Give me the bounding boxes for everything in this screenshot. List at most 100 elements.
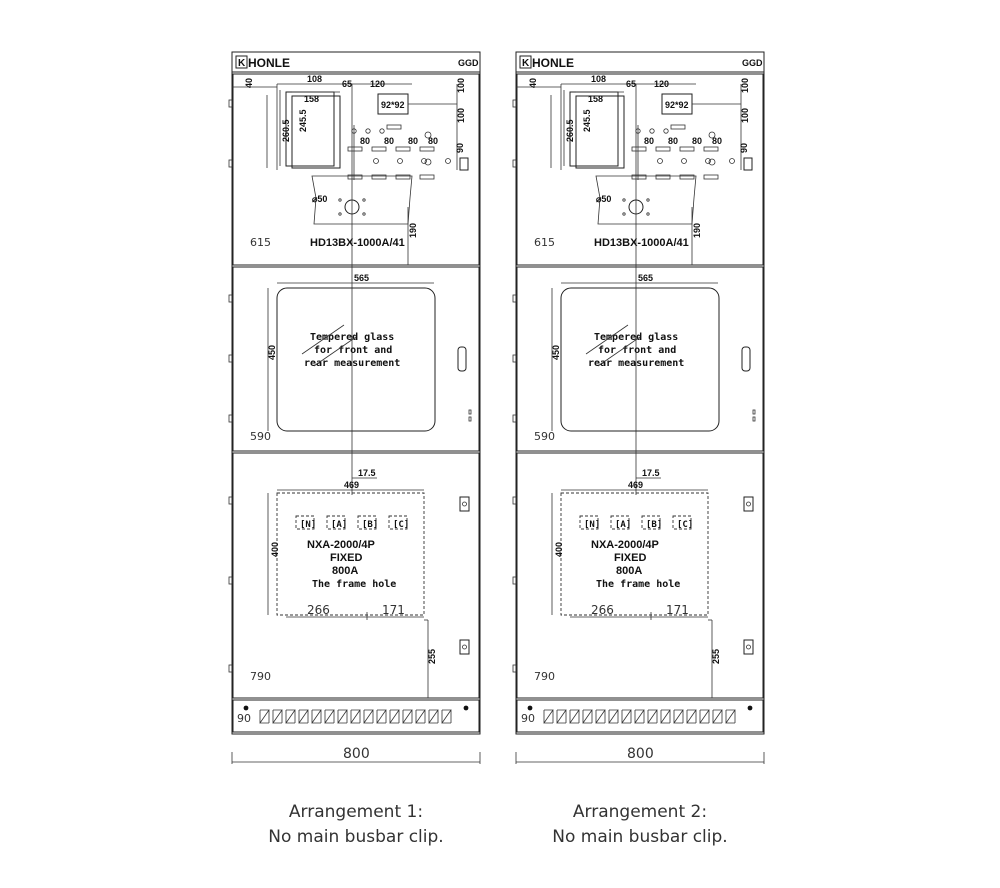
dim-label: ⌀50 (596, 194, 611, 204)
lock-icon (743, 157, 753, 171)
dim-label: 17.5 (642, 468, 660, 478)
lock-icon (459, 496, 470, 512)
lamp-icon (397, 158, 403, 164)
caption-line: No main busbar clip. (552, 827, 728, 847)
glass-text-line: Tempered glass (594, 332, 678, 343)
dim-label: 255 (711, 649, 721, 664)
caption-line: Arrangement 1: (288, 802, 424, 822)
hinge-icon (228, 294, 233, 303)
vent-slot-icon (363, 709, 374, 724)
bolt-icon (463, 705, 469, 711)
lamp-icon (424, 158, 432, 166)
glass-text-line: rear measurement (304, 358, 400, 369)
lamp-icon (705, 158, 711, 164)
glass-mark (313, 336, 357, 367)
dim-label: 245.5 (298, 109, 308, 132)
dim-label: 100 (740, 78, 750, 93)
dim-label: 100 (740, 108, 750, 123)
button-slot (631, 146, 647, 152)
breaker-text-line: 800A (332, 565, 358, 577)
section-height-label: 590 (534, 430, 555, 443)
keyhole-icon (746, 644, 751, 650)
breaker-text-line: NXA-2000/4P (307, 539, 375, 551)
dim-label: 120 (654, 79, 669, 89)
hinge-icon (228, 414, 233, 423)
vent-slot-icon (673, 709, 684, 724)
hinge-icon (512, 414, 517, 423)
button-slot (679, 146, 695, 152)
button-slot (347, 146, 363, 152)
vent-slot-icon (402, 709, 413, 724)
section-height-label: 790 (534, 670, 555, 683)
dim-label: 108 (591, 74, 606, 84)
lock-icon (459, 639, 470, 655)
dim-label: 190 (408, 223, 418, 238)
model-code: GGD (458, 58, 479, 68)
top-compartment (232, 73, 480, 266)
latch-icon (752, 409, 756, 415)
vent-slot-icon (621, 709, 632, 724)
phase-box (295, 515, 315, 530)
lamp-icon (657, 158, 663, 164)
breaker-text-line: NXA-2000/4P (591, 539, 659, 551)
hinge-icon (512, 159, 517, 168)
breaker-text-line: FIXED (330, 552, 362, 564)
logo-mark-text: K (238, 58, 246, 69)
dim-label: 80 (692, 136, 702, 146)
switch-cutout-inner (575, 95, 625, 169)
hinge-icon (228, 354, 233, 363)
lamp-icon (379, 128, 385, 134)
glass-text-line: Tempered glass (310, 332, 394, 343)
dim-label: 190 (692, 223, 702, 238)
glass-mark (597, 336, 641, 367)
button-slot (679, 174, 695, 180)
button-slot (347, 174, 363, 180)
dim-label: 80 (668, 136, 678, 146)
dim-label: 450 (267, 345, 277, 360)
vent-slot-icon (389, 709, 400, 724)
mount-hole-icon (338, 212, 342, 216)
latch-icon (468, 409, 472, 415)
vent-slot-icon (298, 709, 309, 724)
vent-slot-icon (324, 709, 335, 724)
phase-box (357, 515, 377, 530)
dim-label: 17.5 (358, 468, 376, 478)
button-slot (419, 146, 435, 152)
vent-slot-icon (350, 709, 361, 724)
base-plinth (232, 699, 480, 733)
switch-model-label: HD13BX-1000A/41 (310, 237, 405, 249)
frame-dim-label: 171 (382, 603, 405, 617)
button-slot (703, 146, 719, 152)
dim-label: 40 (528, 78, 538, 88)
hinge-icon (512, 99, 517, 108)
lamp-icon (365, 128, 371, 134)
lamp-icon (663, 128, 669, 134)
vent-slot-icon (337, 709, 348, 724)
cabinet-outline (515, 51, 765, 735)
vent-slot-icon (285, 709, 296, 724)
vent-slot-icon (582, 709, 593, 724)
section-height-label: 615 (250, 236, 271, 249)
phase-box (672, 515, 692, 530)
phase-label: [C] (677, 520, 693, 530)
section-height-label: 90 (237, 712, 251, 725)
dim-label: 108 (307, 74, 322, 84)
section-height-label: 615 (534, 236, 555, 249)
breaker-compartment (516, 452, 764, 699)
caption-line: Arrangement 2: (572, 802, 708, 822)
hinge-icon (228, 664, 233, 673)
dim-label: 565 (638, 273, 653, 283)
dim-label: 90 (739, 143, 749, 153)
dim-label: 100 (456, 108, 466, 123)
caption-arrangement-2: Arrangement 2: No main busbar clip. (510, 800, 770, 850)
dim-label: 65 (342, 79, 352, 89)
cabinet-width-label: 800 (627, 746, 654, 762)
keyhole-icon (746, 501, 751, 507)
vent-slot-icon (415, 709, 426, 724)
dim-label: 80 (428, 136, 438, 146)
glass-text-line: for front and (314, 345, 392, 356)
section-height-label: 590 (250, 430, 271, 443)
dim-label: 80 (408, 136, 418, 146)
glass-window (276, 287, 436, 432)
lamp-icon (424, 131, 432, 139)
